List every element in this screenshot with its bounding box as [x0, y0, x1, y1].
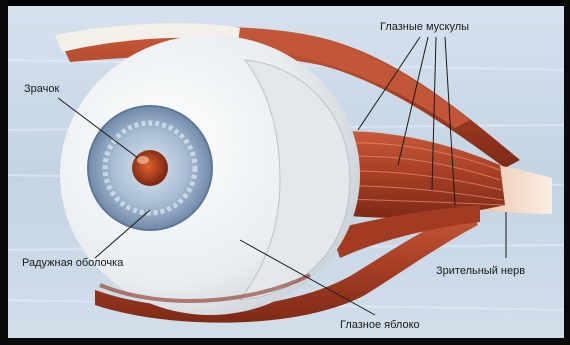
frame-right — [564, 0, 570, 345]
label-pupil: Зрачок — [24, 84, 59, 95]
frame-bottom — [0, 338, 570, 345]
label-eye-muscles: Глазные мускулы — [380, 22, 469, 33]
frame-top — [0, 0, 570, 6]
pupil-highlight — [137, 156, 149, 164]
frame-left — [0, 0, 8, 345]
label-optic-nerve: Зрительный нерв — [436, 266, 525, 277]
pupil — [132, 150, 168, 186]
label-eyeball: Глазное яблоко — [340, 320, 420, 331]
label-iris: Радужная оболочка — [22, 258, 123, 269]
